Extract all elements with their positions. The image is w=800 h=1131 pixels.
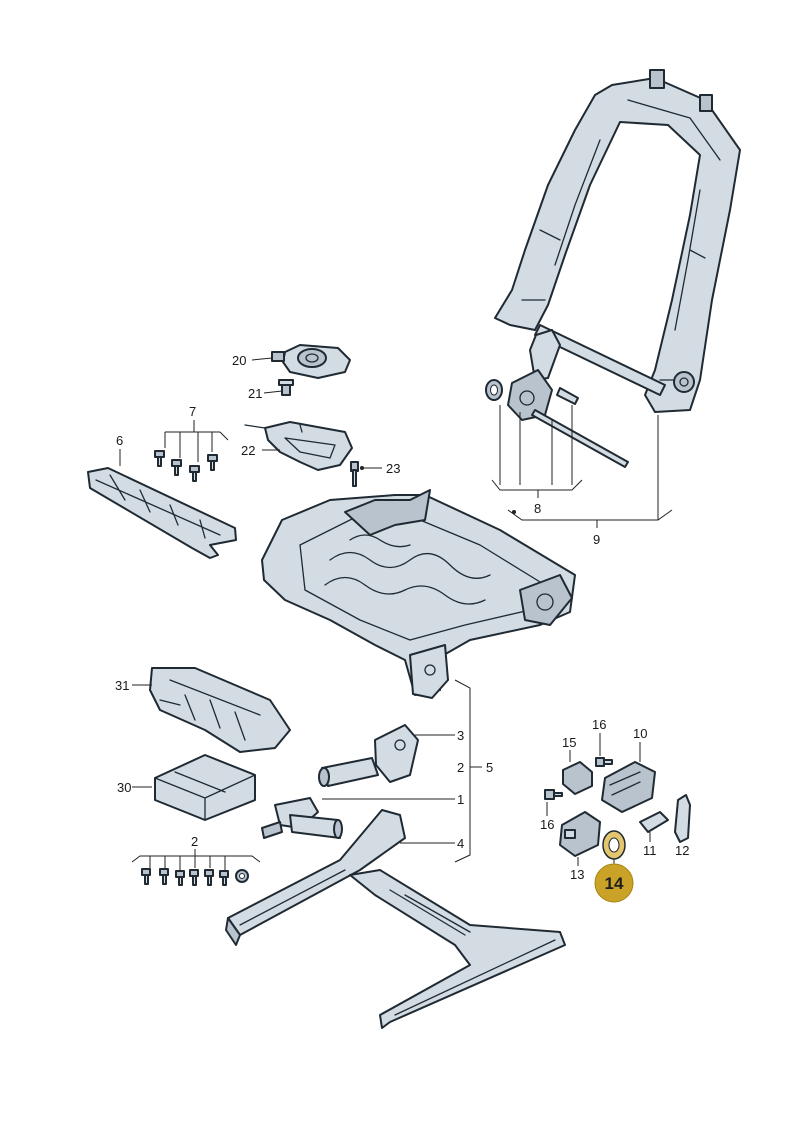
- label-9: 9: [593, 532, 600, 547]
- switch-15: [562, 761, 593, 795]
- label-20: 20: [232, 353, 246, 368]
- label-11: 11: [643, 843, 657, 858]
- seat-rail-4: [225, 809, 566, 1029]
- switch-10: [601, 761, 656, 813]
- part-labels: 20 21 22 23 7 6 8 9 31 30 2 3 2 5 1 4 15…: [115, 353, 689, 882]
- screw-23: [350, 461, 359, 487]
- label-15: 15: [562, 735, 576, 750]
- label-6: 6: [116, 433, 123, 448]
- label-31: 31: [115, 678, 129, 693]
- bracket-22: [244, 421, 353, 471]
- label-8: 8: [534, 501, 541, 516]
- label-21: 21: [248, 386, 262, 401]
- motor-20: [271, 344, 351, 379]
- label-22: 22: [241, 443, 255, 458]
- control-unit-30: [154, 754, 256, 821]
- motor-1: [261, 797, 343, 839]
- part-14: [602, 830, 626, 860]
- label-2-screws: 2: [191, 834, 198, 849]
- screw-16-lower: [544, 789, 563, 800]
- motor-3: [318, 724, 419, 787]
- screws-7: [154, 450, 218, 482]
- label-23: 23: [386, 461, 400, 476]
- backrest-frame: [494, 69, 741, 413]
- screw-16-upper: [595, 757, 613, 767]
- label-1: 1: [457, 792, 464, 807]
- highlight-marker-14[interactable]: 14: [594, 863, 634, 903]
- label-16-lower: 16: [540, 817, 554, 832]
- label-14: 14: [605, 874, 624, 893]
- label-13: 13: [570, 867, 584, 882]
- highlight-circle[interactable]: [594, 863, 634, 903]
- label-2: 2: [457, 760, 464, 775]
- cap-11: [639, 811, 669, 833]
- label-4: 4: [457, 836, 464, 851]
- recliner-motor: [485, 329, 629, 468]
- label-16-upper: 16: [592, 717, 606, 732]
- control-unit-31: [149, 667, 291, 753]
- seat-frame: [261, 489, 576, 699]
- label-10: 10: [633, 726, 647, 741]
- screws-2: [141, 868, 249, 886]
- cap-12: [674, 794, 691, 843]
- switch-13: [559, 811, 601, 857]
- label-5: 5: [486, 760, 493, 775]
- label-12: 12: [675, 843, 689, 858]
- label-30: 30: [117, 780, 131, 795]
- bolt-21: [278, 379, 294, 396]
- leader-lines: [119, 357, 673, 870]
- rail-cover-6: [87, 467, 237, 559]
- label-7: 7: [189, 404, 196, 419]
- label-3: 3: [457, 728, 464, 743]
